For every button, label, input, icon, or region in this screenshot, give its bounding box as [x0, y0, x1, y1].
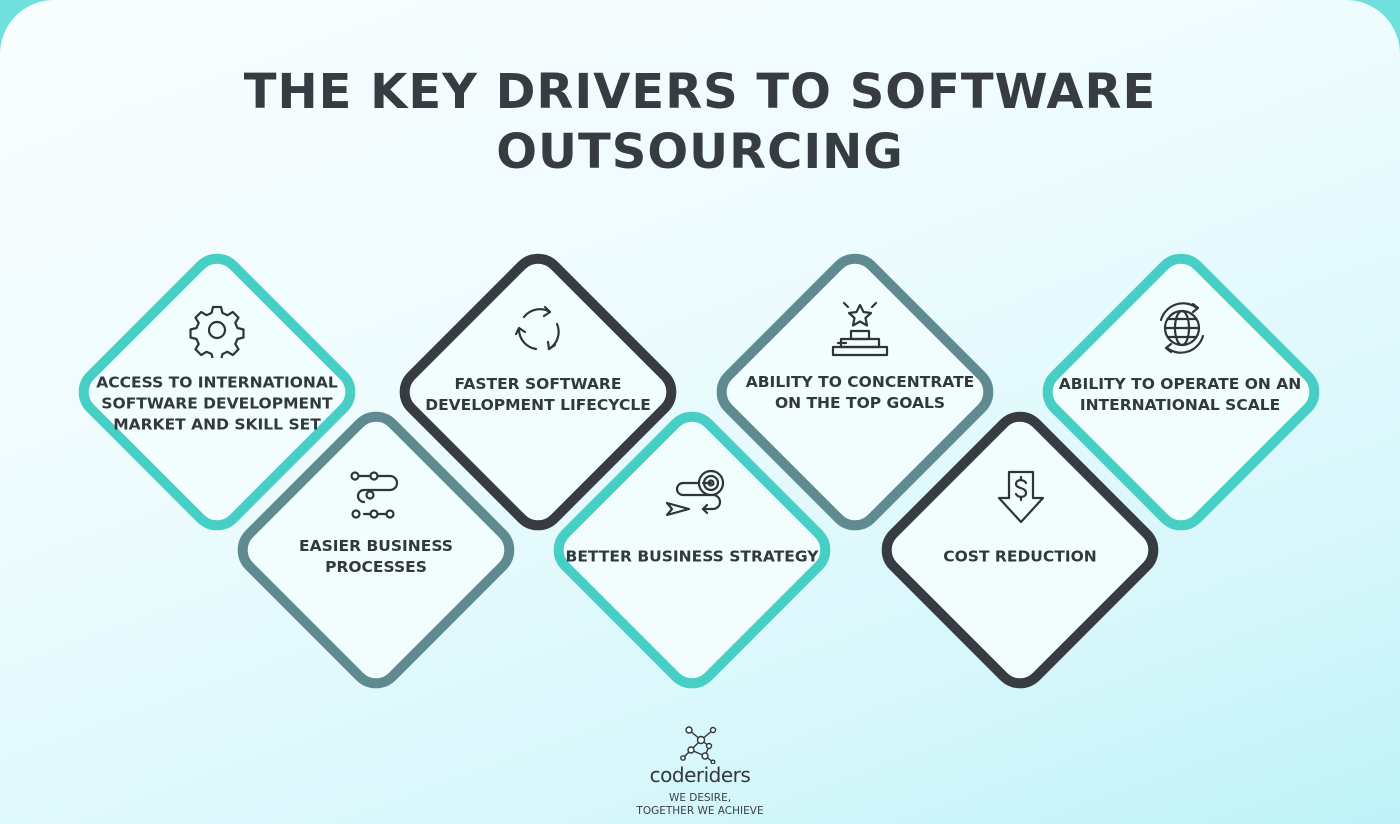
driver-3-label: FASTER SOFTWARE DEVELOPMENT LIFECYCLE: [425, 375, 651, 414]
driver-6-label: COST REDUCTION: [943, 547, 1097, 566]
star-podium-icon: [830, 301, 890, 357]
network-nodes-logo-icon: [679, 724, 721, 764]
driver-7-label: ABILITY TO OPERATE ON AN INTERNATIONAL S…: [1058, 375, 1302, 414]
driver-2-label: EASIER BUSINESS PROCESSES: [299, 537, 453, 576]
brand-name: coderiders: [649, 763, 751, 787]
gear-icon: [189, 302, 245, 358]
process-flow-icon: [350, 471, 402, 521]
infographic-title: THE KEY DRIVERS TO SOFTWARE OUTSOURCING: [243, 64, 1157, 180]
driver-1-label: ACCESS TO INTERNATIONAL SOFTWARE DEVELOP…: [96, 373, 338, 434]
target-strategy-icon: [665, 469, 729, 525]
globe-arrows-icon: [1153, 300, 1211, 356]
dollar-down-arrow-icon: [996, 469, 1046, 525]
cycle-arrows-icon: [510, 301, 566, 357]
tagline-line-1: WE DESIRE,: [668, 792, 732, 804]
driver-4-label: BETTER BUSINESS STRATEGY: [565, 547, 819, 566]
driver-5-label: ABILITY TO CONCENTRATE ON THE TOP GOALS: [745, 373, 975, 412]
brand-tagline: WE DESIRE, TOGETHER WE ACHIEVE: [600, 792, 800, 818]
tagline-line-2: TOGETHER WE ACHIEVE: [636, 805, 764, 817]
